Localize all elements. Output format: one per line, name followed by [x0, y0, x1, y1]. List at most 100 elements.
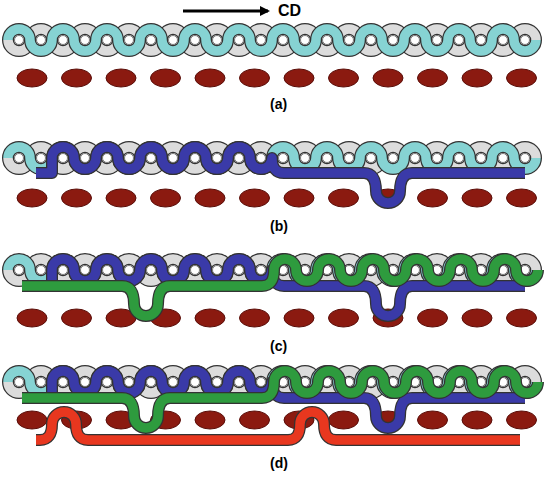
green-yarn — [22, 371, 538, 428]
loop-hole — [147, 154, 156, 163]
loop-hole — [521, 36, 530, 45]
panel-label: (d) — [270, 456, 288, 470]
loop-hole — [81, 266, 90, 275]
loop-hole — [323, 154, 332, 163]
loop-hole — [235, 266, 244, 275]
panel-label: (b) — [270, 219, 288, 233]
loop-hole — [191, 378, 200, 387]
loop-hole — [301, 154, 310, 163]
fibre-section — [106, 189, 136, 207]
loop-hole — [433, 36, 442, 45]
loop-hole — [367, 36, 376, 45]
loop-hole — [15, 154, 24, 163]
loop-hole — [257, 154, 266, 163]
loop-hole — [191, 266, 200, 275]
red-yarn — [36, 412, 520, 440]
loop-hole — [37, 266, 46, 275]
loop-hole — [169, 154, 178, 163]
loop-hole — [433, 154, 442, 163]
loop-hole — [213, 378, 222, 387]
loop-hole — [103, 154, 112, 163]
loop-hole — [59, 154, 68, 163]
loop-hole — [389, 36, 398, 45]
loop-hole — [125, 378, 134, 387]
fibre-section — [462, 411, 492, 429]
loop-hole — [147, 266, 156, 275]
fibre-section — [195, 309, 225, 327]
fibre-section — [240, 69, 270, 87]
fibre-section — [418, 189, 448, 207]
loop-hole — [499, 154, 508, 163]
fibre-section — [462, 189, 492, 207]
panel-label: (c) — [270, 339, 287, 353]
fibre-section — [284, 69, 314, 87]
loop-hole — [169, 378, 178, 387]
loop-hole — [59, 36, 68, 45]
loop-hole — [345, 36, 354, 45]
loop-hole — [103, 378, 112, 387]
fibre-section — [373, 69, 403, 87]
loop-hole — [455, 36, 464, 45]
loop-hole — [411, 36, 420, 45]
loop-hole — [191, 36, 200, 45]
loop-hole — [235, 36, 244, 45]
fibre-section — [329, 69, 359, 87]
loop-hole — [279, 36, 288, 45]
fibre-section — [240, 309, 270, 327]
blue-yarn-outline — [36, 147, 525, 203]
loop-hole — [323, 36, 332, 45]
fibre-section — [418, 309, 448, 327]
loop-hole — [499, 36, 508, 45]
loop-hole — [367, 154, 376, 163]
fibre-section — [151, 69, 181, 87]
fibre-section — [507, 189, 537, 207]
loop-hole — [125, 266, 134, 275]
loop-hole — [477, 36, 486, 45]
fibre-section — [284, 309, 314, 327]
fibre-section — [17, 69, 47, 87]
blue-yarn — [36, 147, 525, 203]
loop-hole — [257, 36, 266, 45]
cyan-yarn-outline — [8, 29, 536, 51]
fibre-section — [151, 189, 181, 207]
fibre-section — [507, 411, 537, 429]
loop-hole — [411, 154, 420, 163]
fibre-section — [195, 411, 225, 429]
loop-hole — [15, 36, 24, 45]
loop-hole — [477, 154, 486, 163]
fibre-section — [106, 69, 136, 87]
loop-hole — [147, 36, 156, 45]
loop-hole — [257, 266, 266, 275]
yarn-layers — [8, 29, 538, 440]
loop-hole — [213, 154, 222, 163]
fibre-section — [284, 189, 314, 207]
loop-hole — [125, 36, 134, 45]
loop-hole — [103, 36, 112, 45]
loop-hole — [235, 154, 244, 163]
grey-yarn-outline — [8, 29, 536, 51]
loop-hole — [125, 154, 134, 163]
fibre-section — [62, 309, 92, 327]
loop-hole — [147, 378, 156, 387]
loop-hole — [81, 154, 90, 163]
fibre-section — [195, 69, 225, 87]
direction-arrow — [183, 10, 268, 13]
fibre-section — [329, 309, 359, 327]
fibre-section — [507, 69, 537, 87]
fibre-section — [329, 189, 359, 207]
loop-hole — [235, 378, 244, 387]
fibre-section — [17, 309, 47, 327]
cyan-yarn — [8, 29, 536, 51]
loop-hole — [15, 378, 24, 387]
red-yarn-outline — [36, 412, 520, 440]
loop-hole — [389, 154, 398, 163]
fibre-section — [17, 189, 47, 207]
panel-label: (a) — [270, 97, 287, 111]
loop-hole — [37, 154, 46, 163]
loop-hole — [521, 154, 530, 163]
loop-hole — [15, 266, 24, 275]
loop-hole — [169, 36, 178, 45]
fibre-section — [195, 189, 225, 207]
